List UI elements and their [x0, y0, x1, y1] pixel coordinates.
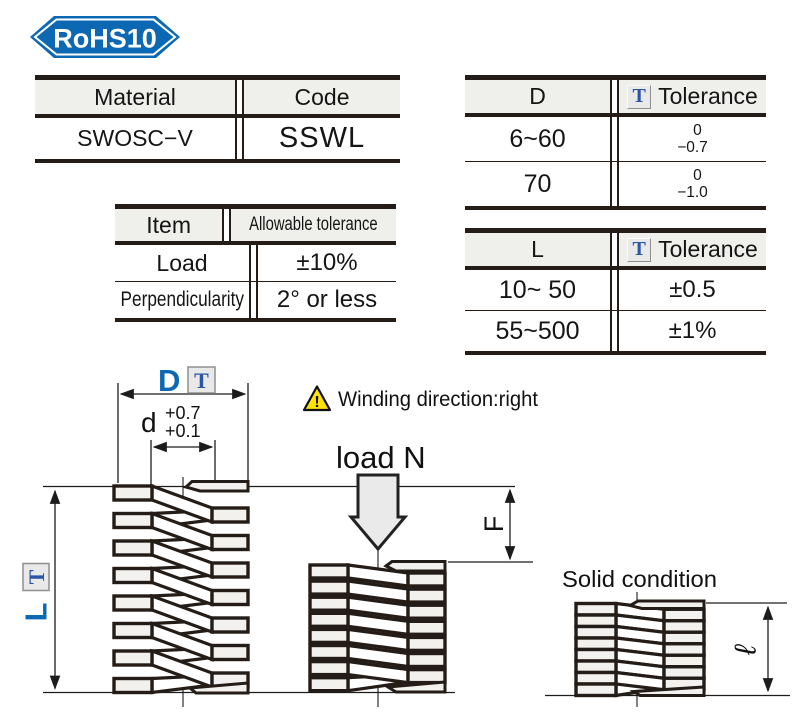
perpendicularity-row: Perpendicularity 2° or less	[115, 282, 396, 318]
tolerance-lower: −1.0	[677, 184, 708, 201]
l-tolerance-icon-letter: T	[24, 569, 49, 584]
spring3-top-end	[625, 599, 706, 610]
l-header: L	[465, 233, 610, 266]
winding-direction-label: Winding direction:right	[338, 388, 538, 411]
column-divider	[249, 245, 258, 281]
l-row-2: 55~500 ±1%	[465, 311, 766, 351]
l-tolerance-icon: T	[22, 562, 50, 592]
tolerance-header-label: Tolerance	[658, 236, 758, 263]
spring2-bottom-coil	[308, 675, 350, 693]
f-dimension-label: F	[479, 516, 509, 533]
spring2-bottom-end	[383, 680, 447, 694]
rohs10-badge-shape	[30, 16, 180, 58]
material-code-table: Material Code SWOSC−V SSWL	[35, 75, 400, 163]
item-header: Item	[115, 209, 223, 241]
tolerance-header-label: Tolerance	[658, 83, 758, 110]
d-header: D	[465, 80, 610, 113]
column-divider	[610, 233, 619, 266]
rohs10-badge: RoHS10	[30, 16, 180, 58]
d-tolerance-icon: T	[187, 366, 216, 394]
allowable-tolerance-header-label: Allowable tolerance	[249, 214, 378, 236]
d-tolerance-table: D T Tolerance 6~60 0 −0.7 70 0	[465, 75, 766, 210]
spring1-top-end	[183, 480, 250, 493]
column-divider	[235, 80, 244, 114]
column-divider	[610, 311, 619, 351]
code-value: SSWL	[278, 122, 366, 155]
allowable-tolerance-header: Allowable tolerance	[231, 209, 396, 241]
d-inner-label: d	[141, 407, 157, 438]
spring1-bottom-end	[186, 681, 250, 695]
l-dimension-label: L	[19, 603, 54, 622]
l-tolerance-header: T Tolerance	[619, 233, 766, 266]
column-divider	[610, 162, 619, 206]
spring1-bottom-coil	[112, 676, 154, 695]
tolerance-t-icon: T	[627, 84, 652, 109]
load-item: Load	[156, 249, 208, 276]
spring2-top-end	[383, 560, 447, 573]
l-tolerance-table: L T Tolerance 10~ 50 ±0.5 55~500 ±1%	[465, 228, 766, 355]
perpendicularity-item: Perpendicularity	[115, 282, 249, 318]
item-tolerance-table: Item Allowable tolerance Load ±10% Perpe…	[115, 204, 396, 322]
stacked-tolerance: 0 −0.7	[677, 122, 708, 157]
solid-condition-label: Solid condition	[562, 566, 717, 592]
spring-free-length	[112, 480, 250, 695]
d-range-1: 6~60	[509, 124, 566, 153]
warning-icon: !	[302, 385, 332, 412]
item-tolerance-header-row: Item Allowable tolerance	[115, 209, 396, 245]
spring-diagram: D T d +0.7 +0.1 ! Winding direction:righ…	[19, 363, 790, 707]
material-header: Material	[35, 80, 235, 114]
column-divider	[235, 118, 244, 159]
spring3-bottom-end	[629, 685, 706, 697]
column-divider	[610, 270, 619, 310]
column-divider	[610, 117, 619, 161]
tolerance-lower: −0.7	[677, 139, 708, 156]
column-divider	[249, 282, 258, 318]
l-row-1: 10~ 50 ±0.5	[465, 270, 766, 311]
solid-length-label: ℓ	[730, 644, 763, 656]
rohs10-badge-outline	[33, 18, 177, 56]
spring3-bottom-coil	[574, 682, 618, 698]
material-value: SWOSC−V	[77, 125, 193, 152]
l-tolerance-1: ±0.5	[669, 276, 716, 304]
perpendicularity-label: Perpendicularity	[120, 287, 244, 311]
tolerance-upper: 0	[693, 166, 702, 184]
d-tolerance-icon-letter: T	[194, 368, 209, 393]
tolerance-upper: 0	[693, 121, 702, 139]
warning-exclamation: !	[314, 394, 319, 411]
material-code-value-row: SWOSC−V SSWL	[35, 118, 400, 159]
stacked-tolerance: 0 −1.0	[677, 167, 708, 202]
d-tolerance-1: 0 −0.7	[619, 117, 766, 161]
tolerance-t-icon: T	[627, 237, 652, 262]
d-dimension-label: D	[158, 363, 180, 398]
load-tolerance: ±10%	[296, 249, 358, 277]
load-label: load N	[336, 440, 426, 475]
load-arrow	[347, 473, 409, 552]
rohs10-badge-label: RoHS10	[53, 24, 157, 54]
d-range-2: 70	[523, 169, 552, 198]
d-inner-tolerance-lower: +0.1	[165, 421, 201, 441]
load-row: Load ±10%	[115, 245, 396, 282]
spring-under-load	[308, 560, 447, 694]
l-header-row: L T Tolerance	[465, 233, 766, 270]
perpendicularity-tolerance: 2° or less	[276, 286, 378, 314]
l-tolerance-2: ±1%	[668, 317, 717, 345]
d-row-1: 6~60 0 −0.7	[465, 117, 766, 162]
code-header: Code	[244, 80, 400, 114]
column-divider	[610, 80, 619, 113]
spring-solid-condition	[574, 599, 706, 698]
material-code-header-row: Material Code	[35, 80, 400, 118]
d-inner-tolerance-upper: +0.7	[165, 403, 201, 423]
column-divider	[222, 209, 232, 241]
d-tolerance-2: 0 −1.0	[619, 162, 766, 206]
d-header-row: D T Tolerance	[465, 80, 766, 117]
d-tolerance-header: T Tolerance	[619, 80, 766, 113]
l-range-1: 10~ 50	[498, 275, 577, 304]
d-row-2: 70 0 −1.0	[465, 162, 766, 206]
l-range-2: 55~500	[495, 316, 580, 345]
